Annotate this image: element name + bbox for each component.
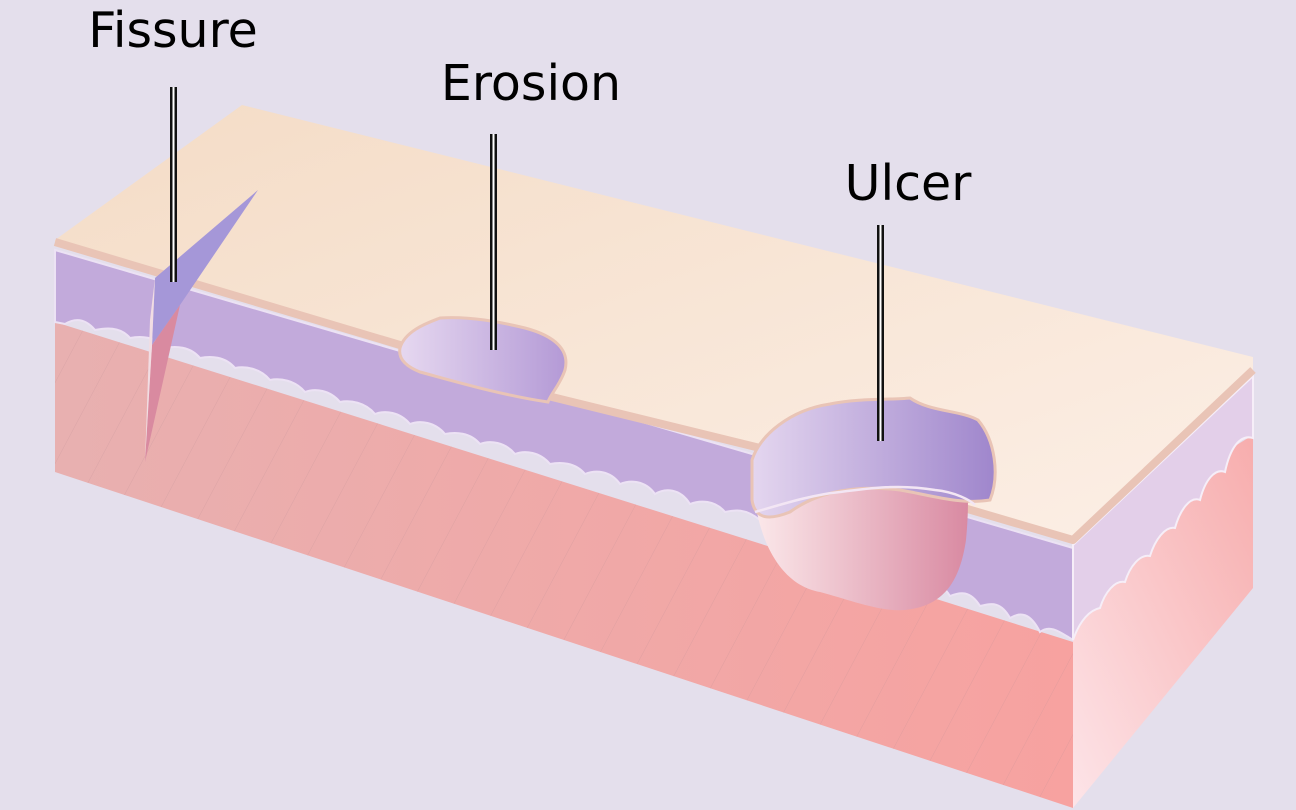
fissure-cut-top: [152, 190, 258, 345]
dermis-hatching: [55, 322, 1073, 808]
ulcer-pit: [755, 487, 968, 611]
fissure-cut-deep: [145, 305, 180, 462]
side-epidermis-face: [1072, 373, 1254, 641]
ulcer-inner-edge: [754, 485, 976, 514]
fissure-pointer-line: [170, 87, 177, 282]
fissure-cut-wall: [145, 278, 155, 462]
erosion-label: Erosion: [441, 55, 621, 112]
erosion-pointer-line: [490, 134, 497, 350]
surface-rim: [53, 238, 1256, 544]
fissure-label: Fissure: [88, 2, 258, 59]
ulcer-label: Ulcer: [845, 155, 973, 212]
ulcer-pointer-line: [877, 225, 884, 441]
erosion-lesion: [398, 316, 568, 404]
ulcer-rim: [750, 396, 997, 519]
